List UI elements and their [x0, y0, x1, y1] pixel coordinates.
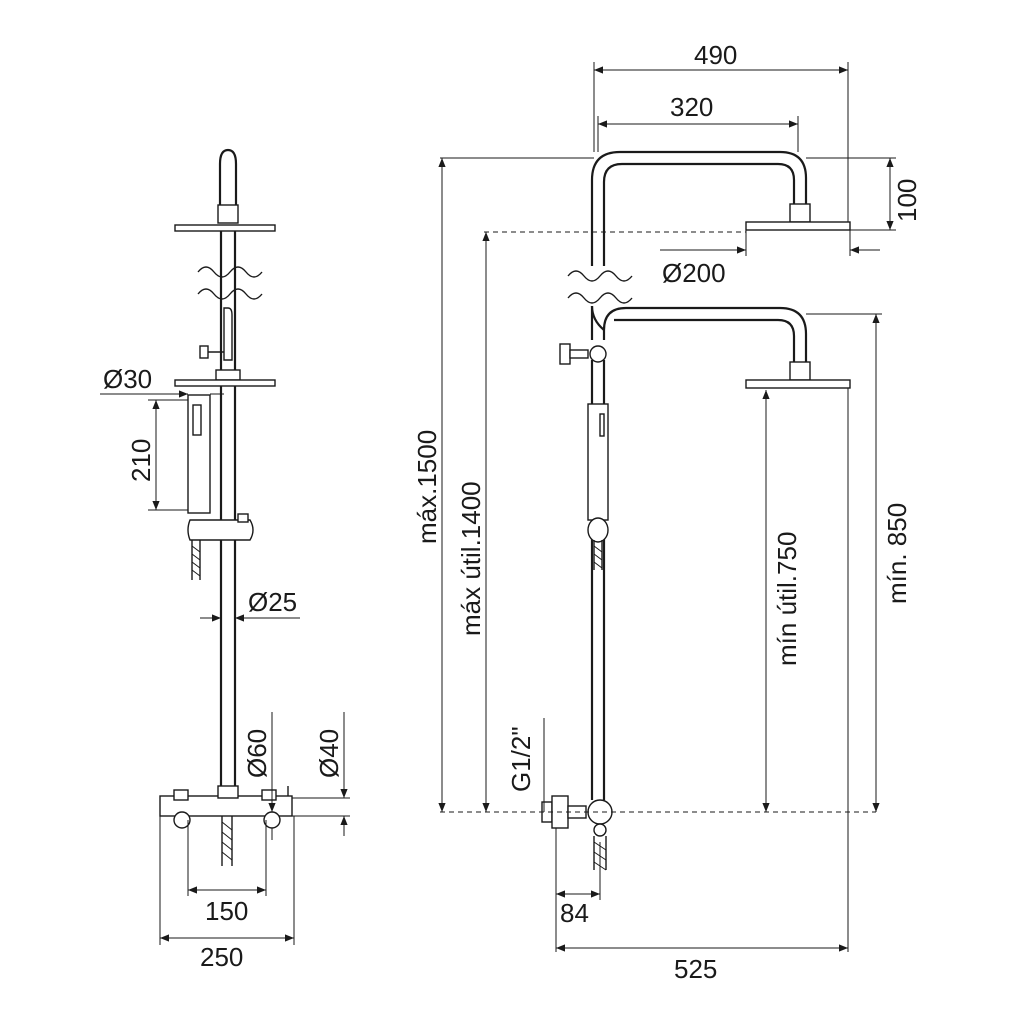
dim-body-diameter: Ø40 — [314, 729, 344, 778]
dim-max-height: máx.1500 — [412, 430, 442, 544]
dim-head-diameter: Ø200 — [662, 258, 726, 288]
side-view — [159, 148, 293, 866]
dim-inlet-thread: G1/2" — [506, 726, 536, 792]
dim-min-useful-height: mín útil.750 — [772, 532, 802, 666]
dim-mixer-width: 250 — [200, 942, 243, 972]
dim-arm-height: 100 — [892, 179, 922, 222]
dim-hand-shower-diameter: Ø30 — [103, 364, 152, 394]
dim-total-width: 490 — [694, 40, 737, 70]
dim-hand-shower-length: 210 — [126, 439, 156, 482]
dim-inlet-offset: 84 — [560, 898, 589, 928]
front-view-dimensions: 490 320 100 Ø200 máx.1500 máx útil.1400 … — [412, 40, 922, 984]
break-mark — [197, 266, 263, 278]
break-mark — [567, 270, 633, 282]
front-view — [541, 150, 851, 871]
dim-column-diameter: Ø25 — [248, 587, 297, 617]
dim-inlet-spacing: 150 — [205, 896, 248, 926]
dim-arm-length: 320 — [670, 92, 713, 122]
dim-max-useful-height: máx útil.1400 — [456, 481, 486, 636]
dim-min-height: mín. 850 — [882, 503, 912, 604]
side-view-dimensions: Ø30 210 Ø25 Ø60 Ø40 150 250 — [100, 364, 350, 972]
break-mark — [567, 292, 633, 304]
dim-handle-diameter: Ø60 — [242, 729, 272, 778]
break-mark — [197, 288, 263, 300]
dim-overall-width: 525 — [674, 954, 717, 984]
